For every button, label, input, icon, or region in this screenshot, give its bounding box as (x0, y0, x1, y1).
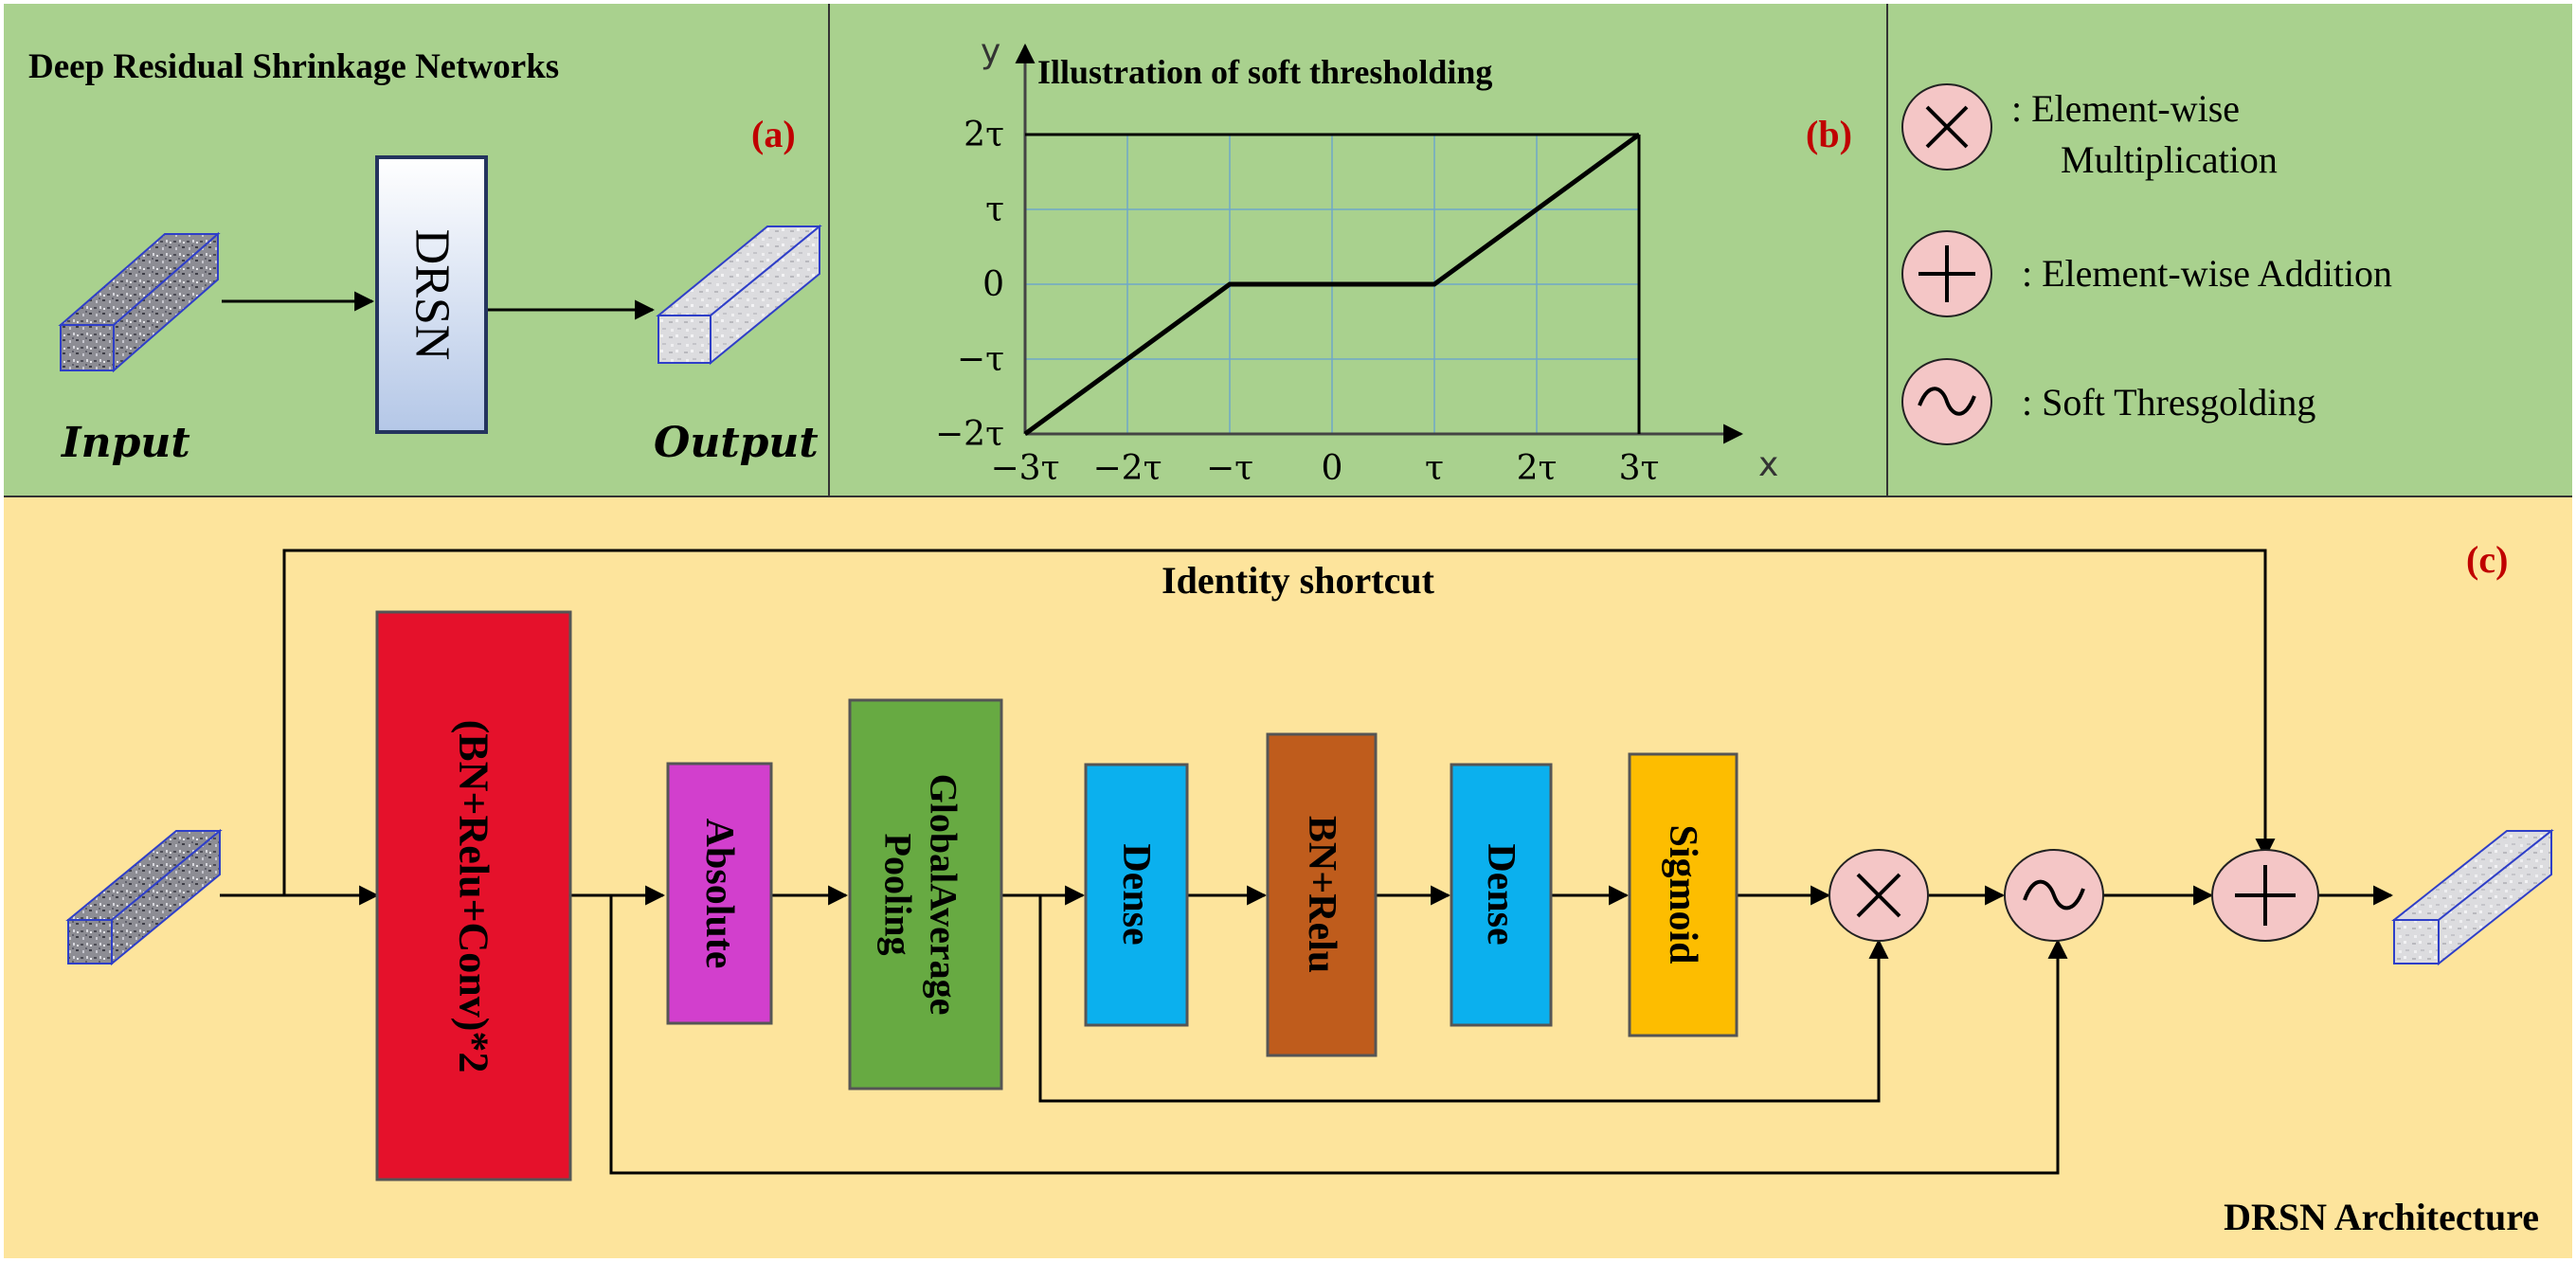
legend-add-icon (1901, 230, 1992, 317)
output-label: Output (654, 419, 819, 467)
input-tensor-icon (65, 828, 223, 966)
y-axis-label: y (981, 32, 1000, 71)
x-tick-label: τ (1425, 449, 1444, 488)
identity-shortcut-label: Identity shortcut (1162, 559, 1434, 602)
legend-add-text: : Element-wise Addition (2022, 252, 2392, 295)
legend-multiply-text: Multiplication (2061, 138, 2278, 181)
dense-block (1450, 763, 1553, 1027)
legend-soft-threshold-text: : Soft Thresgolding (2022, 381, 2315, 424)
x-tick-label: 2τ (1517, 449, 1558, 488)
output-tensor-icon (2391, 828, 2554, 966)
global-average-pooling-label: Pooling (877, 834, 920, 956)
panel-b-background (829, 4, 1887, 496)
dense-block (1084, 763, 1189, 1027)
bn-relu-conv-label: (BN+Relu+Conv)*2 (451, 720, 497, 1073)
drsn-block (375, 155, 488, 434)
y-tick-label: 0 (982, 265, 1004, 304)
global-average-pooling-label: GlobalAverage (923, 774, 965, 1016)
sigmoid-block (1628, 752, 1738, 1037)
x-tick-label: −3τ (991, 449, 1060, 488)
legend-panel-background (1887, 4, 2572, 496)
bn-relu-conv-block (375, 610, 572, 1181)
dense-label: Dense (1479, 843, 1522, 945)
x-tick-label: 0 (1322, 449, 1343, 488)
x-tick-label: −2τ (1093, 449, 1162, 488)
drsn-block-label: DRSN (405, 229, 459, 361)
global-average-pooling-block (848, 698, 1003, 1091)
add-op-icon (2211, 849, 2319, 942)
legend-multiply-icon (1901, 83, 1992, 171)
architecture-label: DRSN Architecture (2224, 1196, 2539, 1238)
legend-soft-threshold-icon (1901, 358, 1992, 445)
panel-a-title: Deep Residual Shrinkage Networks (28, 47, 559, 86)
x-tick-label: 3τ (1619, 449, 1660, 488)
input-tensor-icon (58, 231, 221, 373)
flow-connectors (220, 549, 2394, 1175)
x-axis-label: x (1758, 445, 1778, 484)
panel-a-tag: (a) (751, 113, 796, 155)
dense-label: Dense (1114, 843, 1158, 945)
soft-threshold-curve (1023, 132, 1641, 437)
panel-b-tag: (b) (1806, 113, 1852, 155)
input-label: Input (60, 419, 190, 467)
x-tick-label: −τ (1206, 449, 1253, 488)
bn-relu-block (1266, 732, 1378, 1057)
sigmoid-label: Sigmoid (1661, 824, 1704, 964)
soft-threshold-op-icon (2004, 849, 2104, 942)
y-tick-label: −τ (957, 340, 1004, 379)
absolute-block (666, 762, 773, 1025)
output-tensor-icon (656, 224, 822, 366)
y-tick-label: −2τ (935, 415, 1004, 454)
multiply-op-icon (1828, 849, 1929, 942)
panel-c-tag: (c) (2466, 538, 2508, 581)
chart-title: Illustration of soft thresholding (1037, 53, 1492, 91)
y-tick-label: τ (985, 190, 1004, 229)
y-tick-label: 2τ (964, 116, 1004, 154)
bn-relu-label: BN+Relu (1300, 816, 1343, 973)
absolute-label: Absolute (697, 819, 741, 969)
legend-multiply-text: : Element-wise (2011, 87, 2240, 130)
